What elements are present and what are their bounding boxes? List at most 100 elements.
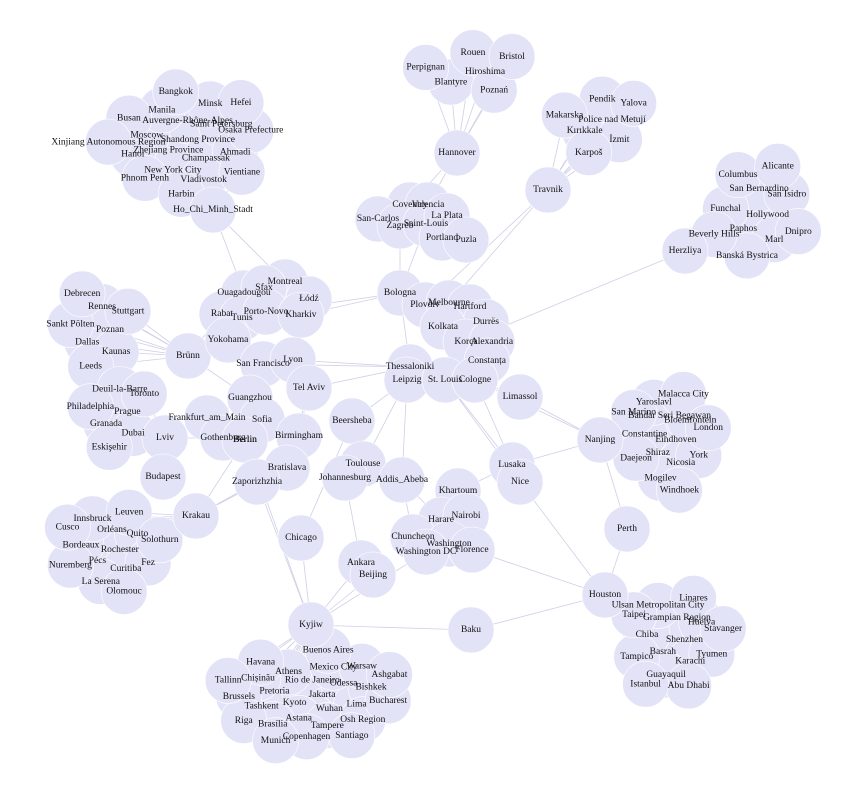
node-zaporizhzhia[interactable] <box>233 458 281 506</box>
node-kharkiv[interactable] <box>277 291 325 339</box>
node-london[interactable] <box>684 404 732 452</box>
node-solothurn[interactable] <box>136 516 184 564</box>
node-label-bandar-seri-begawan: Bandar Seri Begawan <box>628 411 711 421</box>
node-label-san-marino: San Marino <box>611 408 656 418</box>
node-label-tyumen: Tyumen <box>696 649 727 659</box>
node-label-k-r-kkale: Kırıkkale <box>567 126 603 136</box>
node-debrecen[interactable] <box>58 270 106 318</box>
node-label-kharkiv: Kharkiv <box>285 310 316 320</box>
node-nice[interactable] <box>496 458 544 506</box>
node-label-orleans: Orléans <box>97 525 127 535</box>
node-santiago[interactable] <box>328 712 376 759</box>
node-label-ouagadougou: Ouagadougou <box>217 288 271 298</box>
node-label-windhoek: Windhoek <box>660 485 699 495</box>
node-label-hiroshima: Hiroshima <box>465 67 506 77</box>
node-toronto[interactable] <box>120 370 168 418</box>
node-label-melbourne: Melbourne <box>428 298 470 308</box>
node-label-huelva: Huelva <box>688 617 716 627</box>
node-eskisehir[interactable] <box>85 424 133 471</box>
node-florence[interactable] <box>448 526 496 574</box>
node-karpos[interactable] <box>565 129 613 176</box>
node-label-saint-petersburg: Saint Petersburg <box>190 120 253 130</box>
node-kyjiw[interactable] <box>287 601 335 649</box>
node-stuttgart[interactable] <box>104 288 152 335</box>
node-label-quito: Quito <box>127 529 149 539</box>
node-budapest[interactable] <box>139 453 187 501</box>
node-vientiane[interactable] <box>218 148 266 196</box>
node-herzliya[interactable] <box>661 227 709 275</box>
node-label-bangkok: Bangkok <box>159 87 194 97</box>
node-banska-bystrica[interactable] <box>723 232 771 280</box>
node-label-debrecen: Debrecen <box>64 289 101 299</box>
node-johannesburg[interactable] <box>321 454 369 502</box>
node-label-riga: Riga <box>235 716 254 726</box>
node-label-phnom-penh: Phnom Penh <box>121 173 170 183</box>
node-label-daejeon: Daejeon <box>620 453 652 463</box>
node-label-osaka-prefecture: Osaka Prefecture <box>218 124 283 135</box>
node-cologne[interactable] <box>451 356 499 404</box>
node-windhoek[interactable] <box>656 466 703 514</box>
node-label-beverly-hills: Beverly Hills <box>689 230 740 240</box>
node-label-zagreb: Zagreb <box>387 221 414 231</box>
node-tallinn[interactable] <box>204 657 252 704</box>
node-label-khartoum: Khartoum <box>439 486 478 496</box>
node-label-berlin: Berlin <box>233 435 257 445</box>
node-hefei[interactable] <box>217 79 265 126</box>
node-leuven[interactable] <box>105 489 153 536</box>
node-label-la-serena: La Serena <box>82 577 121 587</box>
node-malacca-city[interactable] <box>660 371 707 418</box>
node-travnik[interactable] <box>524 166 572 214</box>
node-dnipro[interactable] <box>774 208 822 255</box>
node-ashgabat[interactable] <box>366 651 413 698</box>
node-krakau[interactable] <box>172 492 220 540</box>
node-label-guangzhou: Guangzhou <box>228 393 272 403</box>
node-puzla[interactable] <box>442 216 490 264</box>
node-olomouc[interactable] <box>100 568 148 615</box>
node-label-baku: Baku <box>461 625 481 635</box>
node-xinjiang-autonomous-region[interactable] <box>85 118 132 166</box>
node-linares[interactable] <box>670 575 717 622</box>
node-perpignan[interactable] <box>402 44 449 91</box>
node-label-montreal: Montreal <box>268 277 303 287</box>
node-circles <box>44 29 822 765</box>
node-yokohama[interactable] <box>204 316 252 364</box>
node-beijing[interactable] <box>349 551 397 599</box>
node-label-johannesburg: Johannesburg <box>319 473 371 483</box>
node-addis-abeba[interactable] <box>378 456 426 504</box>
node-bangkok[interactable] <box>152 68 200 116</box>
node-philadelphia[interactable] <box>67 383 114 430</box>
node-label-copenhagen: Copenhagen <box>283 732 331 742</box>
node-tel-aviv[interactable] <box>285 364 333 412</box>
node-label-yaroslavl: Yaroslavl <box>636 398 672 408</box>
node-ho-chi-minh-stadt[interactable] <box>189 186 237 234</box>
node-label-wuhan: Wuhan <box>316 704 343 714</box>
node-brunn[interactable] <box>164 332 212 380</box>
node-houston[interactable] <box>581 571 629 619</box>
node-alicante[interactable] <box>754 143 802 190</box>
node-chicago[interactable] <box>277 514 325 562</box>
node-baku[interactable] <box>447 606 495 654</box>
node-label-athens: Athens <box>275 667 302 677</box>
node-limassol[interactable] <box>496 373 544 421</box>
node-perth[interactable] <box>603 505 651 553</box>
node-bristol[interactable] <box>488 33 536 80</box>
node-makarska[interactable] <box>541 91 588 139</box>
node-hannover[interactable] <box>433 129 481 177</box>
node-label-osh-region: Osh Region <box>340 715 385 725</box>
node-label-brussels: Brussels <box>223 692 256 702</box>
node-stavanger[interactable] <box>699 605 747 653</box>
node-yalova[interactable] <box>610 80 657 127</box>
node-label-istanbul: Istanbul <box>630 679 661 689</box>
node-label-fez: Fez <box>141 558 155 568</box>
node-label-dallas: Dallas <box>75 337 100 347</box>
node-istanbul[interactable] <box>622 660 669 708</box>
node-san-marino[interactable] <box>610 389 657 436</box>
node-nanjing[interactable] <box>576 416 624 464</box>
node-label-pretoria: Pretoria <box>259 687 290 697</box>
node-label-nanjing: Nanjing <box>585 435 616 445</box>
node-label-harare: Harare <box>428 515 454 525</box>
node-label-la-plata: La Plata <box>431 211 463 221</box>
node-munich[interactable] <box>252 717 299 765</box>
node-cusco[interactable] <box>44 503 91 551</box>
